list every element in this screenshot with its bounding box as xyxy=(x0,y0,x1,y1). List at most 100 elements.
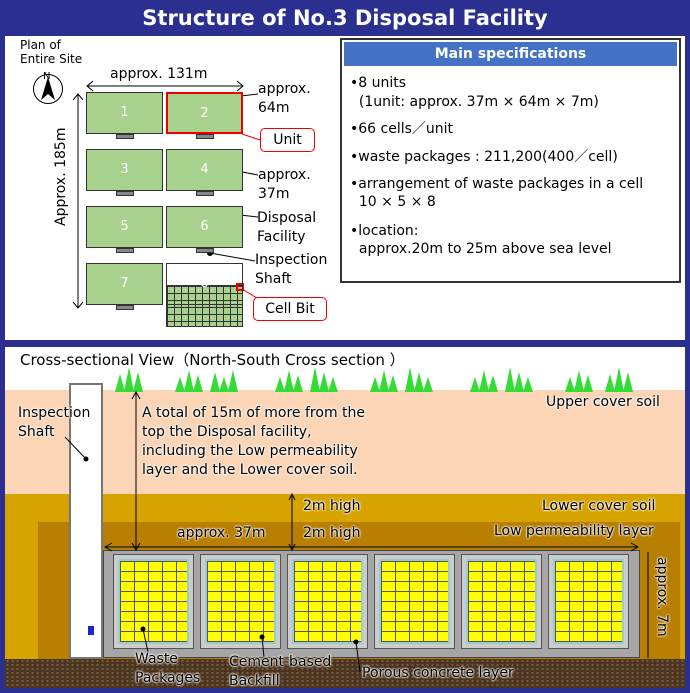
unit-8: 8 xyxy=(166,263,243,305)
depth-note: A total of 15m of more from the top the … xyxy=(142,405,366,478)
lower-cover-soil-label: Lower cover soil xyxy=(542,498,656,514)
unit-4: 4 xyxy=(166,149,243,191)
unit-6: 6 xyxy=(166,206,243,248)
grass-blade xyxy=(514,372,524,392)
spec-item: •location: xyxy=(350,223,419,239)
inspection-shaft-icon xyxy=(116,191,134,196)
grass-blade xyxy=(479,370,489,392)
inspection-shaft-label: Inspection Shaft xyxy=(255,252,328,287)
grass-blade xyxy=(605,374,615,392)
grass-blade xyxy=(310,367,320,392)
page-title: Structure of No.3 Disposal Facility xyxy=(142,6,548,30)
inspection-shaft-icon xyxy=(116,248,134,253)
grass-blade xyxy=(293,375,303,392)
grass-blade xyxy=(583,375,593,392)
inspection-shaft-icon xyxy=(116,305,134,310)
cell xyxy=(461,554,542,649)
grass-blade xyxy=(565,377,575,392)
grass-blade xyxy=(574,370,584,392)
unit-7: 7 xyxy=(86,263,163,305)
height-7m-label: approx. 7m xyxy=(654,557,670,637)
inspection-shaft xyxy=(69,383,103,659)
plan-panel: Plan of Entire Site N approx. 131m Appro… xyxy=(5,36,685,340)
north-label: N xyxy=(43,71,51,82)
waste-package-grid xyxy=(292,559,363,644)
grass-blade xyxy=(193,375,203,392)
grass-blade xyxy=(133,372,143,392)
cell-bit-marker xyxy=(236,283,244,291)
grass-blade xyxy=(115,374,125,392)
inspection-shaft-label: Inspection Shaft xyxy=(18,405,91,440)
section-arrows xyxy=(64,390,649,673)
cell xyxy=(548,554,629,649)
grass-blade xyxy=(379,370,389,392)
grass-blade xyxy=(175,377,185,392)
spec-item: approx.20m to 25m above sea level xyxy=(350,241,612,257)
cell xyxy=(200,554,281,649)
disposal-facility-label: Disposal Facility xyxy=(257,210,317,245)
grass-blade xyxy=(388,375,398,392)
grass-blade xyxy=(523,377,533,392)
unit-1: 1 xyxy=(86,92,163,134)
width-label: approx. 37m xyxy=(177,525,266,541)
unit-3: 3 xyxy=(86,149,163,191)
grass-blade xyxy=(284,370,294,392)
height-label: Approx. 185m xyxy=(53,127,69,226)
cell xyxy=(374,554,455,649)
spec-item: •66 cells／unit xyxy=(350,121,454,137)
grass-blade xyxy=(405,367,415,392)
grass-blade xyxy=(219,377,229,392)
grass-blade xyxy=(124,367,134,392)
waste-package-grid xyxy=(205,559,276,644)
grass-blade xyxy=(275,377,285,392)
unit-2: 2 xyxy=(166,92,243,134)
cross-section-panel: Cross-sectional View（North-South Cross s… xyxy=(5,347,685,688)
grass-blade xyxy=(614,367,624,392)
spec-item: •8 units xyxy=(350,75,407,91)
drain-icon xyxy=(88,626,94,635)
grass-blade xyxy=(370,377,380,392)
inspection-shaft-icon xyxy=(196,191,214,196)
inspection-shaft-icon xyxy=(116,134,134,139)
specs-header: Main specifications xyxy=(344,42,677,66)
cell xyxy=(113,554,194,649)
grass-blade xyxy=(505,367,515,392)
grass-blade xyxy=(470,377,480,392)
spec-item: (1unit: approx. 37m × 64m × 7m) xyxy=(350,94,599,110)
spec-item: •waste packages : 211,200(400／cell) xyxy=(350,149,618,165)
waste-packages-label: Waste Packages xyxy=(135,651,201,686)
upper-cover-soil xyxy=(5,390,685,494)
spec-item: 10 × 5 × 8 xyxy=(350,194,436,210)
porous-concrete-label: Porous concrete layer xyxy=(362,665,514,681)
width-label: approx. 131m xyxy=(110,66,208,82)
cell-bit-callout: Cell Bit xyxy=(253,297,327,321)
cell xyxy=(287,554,368,649)
waste-package-grid xyxy=(118,559,189,644)
upper-cover-soil-label: Upper cover soil xyxy=(546,394,660,410)
grass-blade xyxy=(228,370,238,392)
waste-package-grid xyxy=(379,559,450,644)
north-compass-icon xyxy=(33,74,63,104)
grass-blade xyxy=(488,375,498,392)
grass-blade xyxy=(623,372,633,392)
low-permeability-label: Low permeability layer xyxy=(494,523,654,539)
grass-blade xyxy=(210,372,220,392)
unit-width-label: approx. 37m xyxy=(258,167,311,202)
grass-blade xyxy=(319,372,329,392)
ground xyxy=(5,659,685,688)
unit-callout: Unit xyxy=(260,128,315,152)
height-label-2: 2m high xyxy=(303,525,361,541)
grass-blade xyxy=(328,377,338,392)
inspection-shaft-icon xyxy=(196,134,214,139)
waste-package-grid xyxy=(553,559,624,644)
grass-blade xyxy=(414,372,424,392)
height-label-1: 2m high xyxy=(303,498,361,514)
unit-5: 5 xyxy=(86,206,163,248)
plan-label: Plan of Entire Site xyxy=(20,38,83,66)
backfill-label: Cement-based Backfill xyxy=(229,654,332,688)
waste-package-grid xyxy=(466,559,537,644)
section-title: Cross-sectional View（North-South Cross s… xyxy=(20,351,405,369)
grass-blade xyxy=(184,370,194,392)
grass-blade xyxy=(423,377,433,392)
inspection-shaft-icon xyxy=(196,248,214,253)
